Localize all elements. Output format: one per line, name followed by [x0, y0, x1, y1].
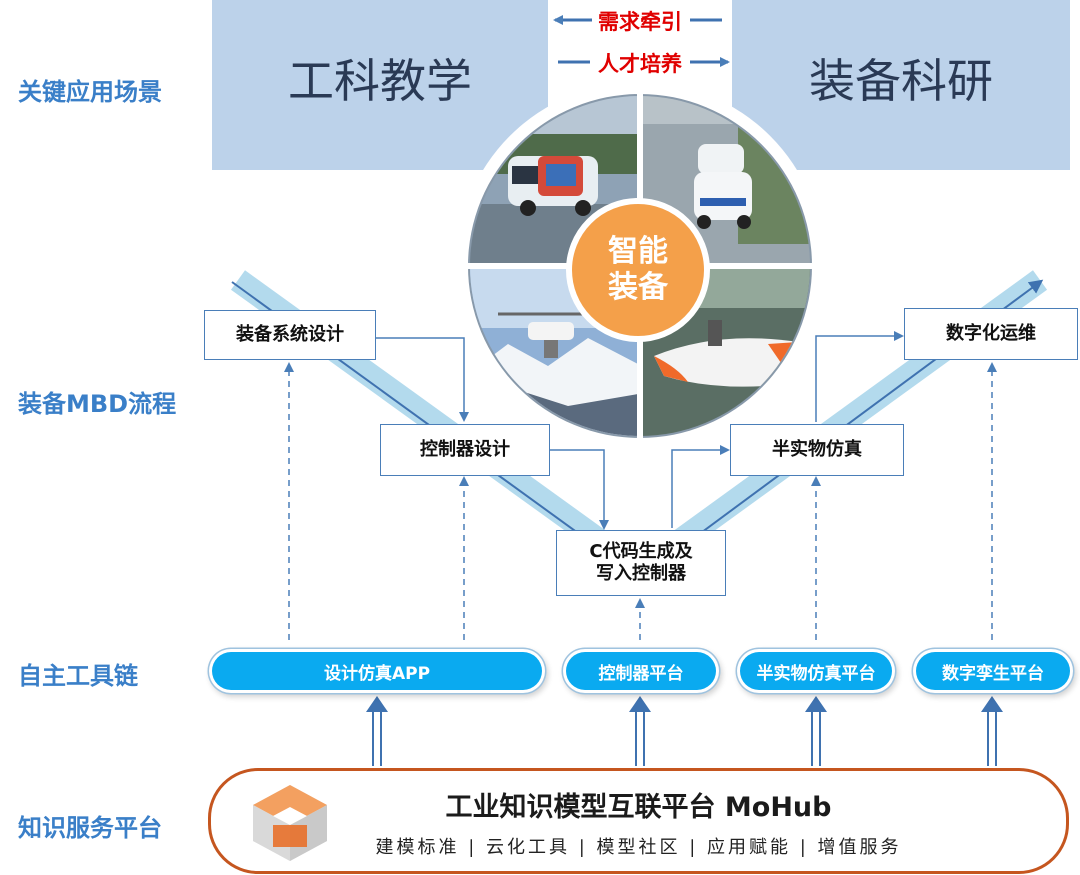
row-label-scenarios: 关键应用场景: [18, 78, 162, 106]
tool-controller-platform[interactable]: 控制器平台: [566, 652, 716, 690]
row-label-mbd-flow: 装备MBD流程: [18, 390, 177, 418]
flow-code-generation: C代码生成及 写入控制器: [556, 530, 726, 596]
scene-engineering-teaching: 工科教学: [212, 0, 548, 170]
mohub-subtitle: 建模标准 | 云化工具 | 模型社区 | 应用赋能 | 增值服务: [375, 837, 902, 858]
mohub-platform: 工业知识模型互联平台 MoHub 建模标准 | 云化工具 | 模型社区 | 应用…: [208, 768, 1069, 874]
label-demand-driven: 需求牵引: [598, 10, 682, 34]
arrow-codegen-to-hil: [671, 445, 730, 528]
row-label-platform: 知识服务平台: [18, 814, 162, 842]
scene-equipment-research-label: 装备科研: [809, 54, 993, 108]
scene-engineering-teaching-label: 工科教学: [288, 54, 472, 108]
flow-code-generation-line2: 写入控制器: [596, 563, 686, 584]
scene-equipment-research: 装备科研: [732, 0, 1070, 170]
center-label-line1: 智能: [608, 234, 668, 269]
flow-system-design: 装备系统设计: [204, 310, 376, 360]
platform-arrows: [366, 696, 1003, 766]
tool-design-simulation-app[interactable]: 设计仿真APP: [212, 652, 542, 690]
flow-code-generation-line1: C代码生成及: [589, 540, 693, 562]
flow-controller-design: 控制器设计: [380, 424, 550, 476]
tool-digital-twin-platform[interactable]: 数字孪生平台: [916, 652, 1070, 690]
flow-digital-operations: 数字化运维: [904, 308, 1078, 360]
mohub-title: 工业知识模型互联平台 MoHub: [445, 792, 832, 823]
arrow-controller-to-codegen: [548, 449, 609, 530]
flow-hil-simulation: 半实物仿真: [730, 424, 904, 476]
center-label-line2: 装备: [608, 270, 668, 305]
row-label-toolchain: 自主工具链: [18, 662, 138, 690]
label-talent-training: 人才培养: [598, 52, 682, 76]
mohub-logo-icon: [253, 785, 327, 861]
arrow-system-to-controller: [376, 337, 469, 422]
center-intelligent-equipment: 智能 装备: [566, 198, 710, 342]
tool-hil-platform[interactable]: 半实物仿真平台: [740, 652, 892, 690]
arrow-hil-to-ops: [815, 331, 904, 422]
